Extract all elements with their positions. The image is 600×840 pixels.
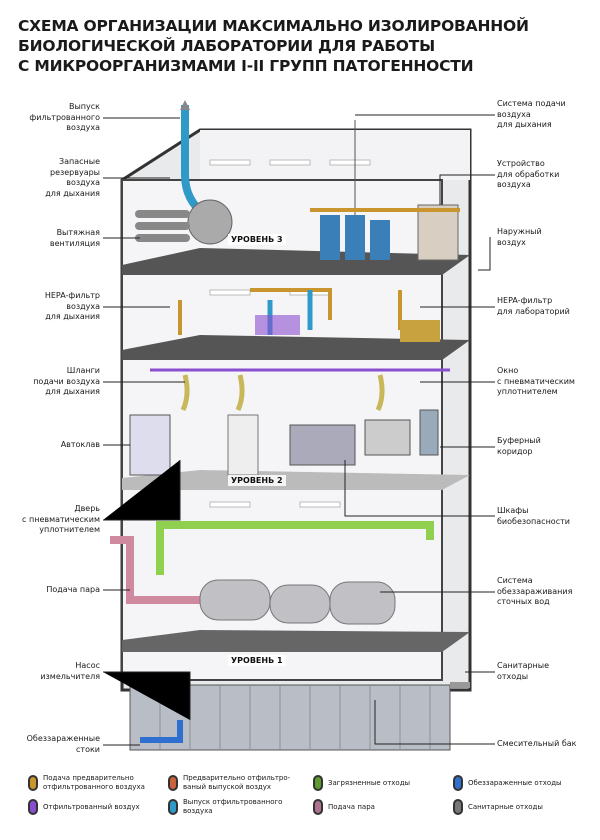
label-grinder-pump: Насос измельчителя <box>40 661 100 681</box>
pipe-swatch-icon <box>28 775 38 791</box>
hepa-filter-breathing <box>255 315 300 335</box>
pipe-swatch-icon <box>168 799 178 815</box>
biosafety-cabinet-2 <box>364 419 411 456</box>
level-3-label: УРОВЕНЬ 3 <box>228 234 286 245</box>
label-sanitary-waste: Санитарные отходы <box>497 661 550 681</box>
decontaminated-outlet-pipe <box>140 720 183 743</box>
pressure-door <box>227 414 259 476</box>
right-leader-lines <box>344 114 495 745</box>
label-pressure-door: Дверь с пневматическим уплотнителем <box>22 504 100 534</box>
label-hepa-lab: HEPA-фильтр для лабораторий <box>497 296 570 316</box>
title-line: СХЕМА ОРГАНИЗАЦИИ МАКСИМАЛЬНО ИЗОЛИРОВАН… <box>18 17 529 35</box>
pipe-swatch-icon <box>453 799 463 815</box>
legend-label: Подача пара <box>328 802 375 811</box>
label-biosafety-cabinets: Шкафы биобезопасности <box>497 506 570 526</box>
label-breathing-hoses: Шланги подачи воздуха для дыхания <box>33 366 100 396</box>
legend-item: Обеззараженные отходы <box>453 774 593 792</box>
title-line: С МИКРООРГАНИЗМАМИ I-II ГРУПП ПАТОГЕННОС… <box>18 57 474 75</box>
contaminated-waste-pipe <box>156 521 434 575</box>
legend-item: Загрязненные отходы <box>313 774 453 792</box>
left-leader-lines <box>103 117 191 746</box>
hepa-filter-lab <box>400 320 440 342</box>
floor-slab-2 <box>122 335 470 360</box>
autoclave <box>129 414 171 476</box>
reserve-air-tanks <box>135 210 190 242</box>
legend-label: Загрязненные отходы <box>328 778 411 787</box>
legend-item: Предварительно отфильтро-ваный выпуской … <box>168 774 313 792</box>
label-exhaust-ventilation: Вытяжная вентиляция <box>49 228 100 248</box>
label-outside-air: Наружный воздух <box>497 227 542 247</box>
exhaust-fan <box>187 199 233 245</box>
decontamination-tanks <box>199 579 396 625</box>
label-breathing-supply-system: Система подачи воздуха для дыхания <box>497 99 566 129</box>
exhaust-arrow-icon <box>180 100 190 110</box>
biosafety-cabinets <box>289 424 356 466</box>
pipe-swatch-icon <box>313 775 323 791</box>
label-pneumatic-window: Окно с пневматическим уплотнителем <box>497 366 575 396</box>
level-2-label: УРОВЕНЬ 2 <box>228 475 286 486</box>
label-steam-supply: Подача пара <box>46 585 100 594</box>
level-1-label: УРОВЕНЬ 1 <box>228 655 286 666</box>
legend-item: Выпуск отфильтрованного воздуха <box>168 798 313 816</box>
label-filtered-air-exhaust: Выпуск фильтрованного воздуха <box>29 102 100 132</box>
label-autoclave: Автоклав <box>60 440 100 449</box>
label-buffer-corridor: Буферный коридор <box>497 436 541 456</box>
label-reserve-tanks: Запасные резервуары воздуха для дыхания <box>45 157 100 198</box>
breathing-air-supply-system <box>320 120 390 260</box>
pipe-swatch-icon <box>168 775 178 791</box>
legend-label: Подача предварительно отфильтрованного в… <box>43 774 145 791</box>
legend-item: Санитарные отходы <box>453 798 593 816</box>
legend-item: Подача пара <box>313 798 453 816</box>
legend-item: Подача предварительно отфильтрованного в… <box>28 774 168 792</box>
pipe-swatch-icon <box>313 799 323 815</box>
label-hepa-breathing: HEPA-фильтр воздуха для дыхания <box>44 291 100 321</box>
pipe-swatch-icon <box>28 799 38 815</box>
legend-label: Санитарные отходы <box>468 802 543 811</box>
breathing-air-hoses <box>180 374 385 412</box>
pipe-swatch-icon <box>453 775 463 791</box>
legend: Подача предварительно отфильтрованного в… <box>28 774 588 816</box>
floor-slab-0 <box>122 630 470 652</box>
floor-slab-1 <box>122 470 470 490</box>
label-decontaminated-drains: Обеззараженные стоки <box>26 734 100 754</box>
page-title: СХЕМА ОРГАНИЗАЦИИ МАКСИМАЛЬНО ИЗОЛИРОВАН… <box>18 16 529 76</box>
air-handling-unit <box>417 204 459 261</box>
legend-label: Предварительно отфильтро-ваный выпуской … <box>183 774 291 791</box>
legend-item: Отфильтрованный воздух <box>28 798 168 816</box>
legend-label: Обеззараженные отходы <box>468 778 562 787</box>
label-mixing-tank: Смесительный бак <box>497 739 577 748</box>
steam-pipe <box>110 536 200 604</box>
legend-label: Отфильтрованный воздух <box>43 802 140 811</box>
legend-label: Выпуск отфильтрованного воздуха <box>183 798 283 815</box>
pneumatic-window <box>419 409 439 456</box>
label-wastewater-decontamination: Система обеззараживания сточных вод <box>497 576 573 606</box>
title-line: БИОЛОГИЧЕСКОЙ ЛАБОРАТОРИИ ДЛЯ РАБОТЫ <box>18 37 436 55</box>
label-air-handling-unit: Устройство для обработки воздуха <box>497 159 560 189</box>
ceiling <box>200 130 470 180</box>
